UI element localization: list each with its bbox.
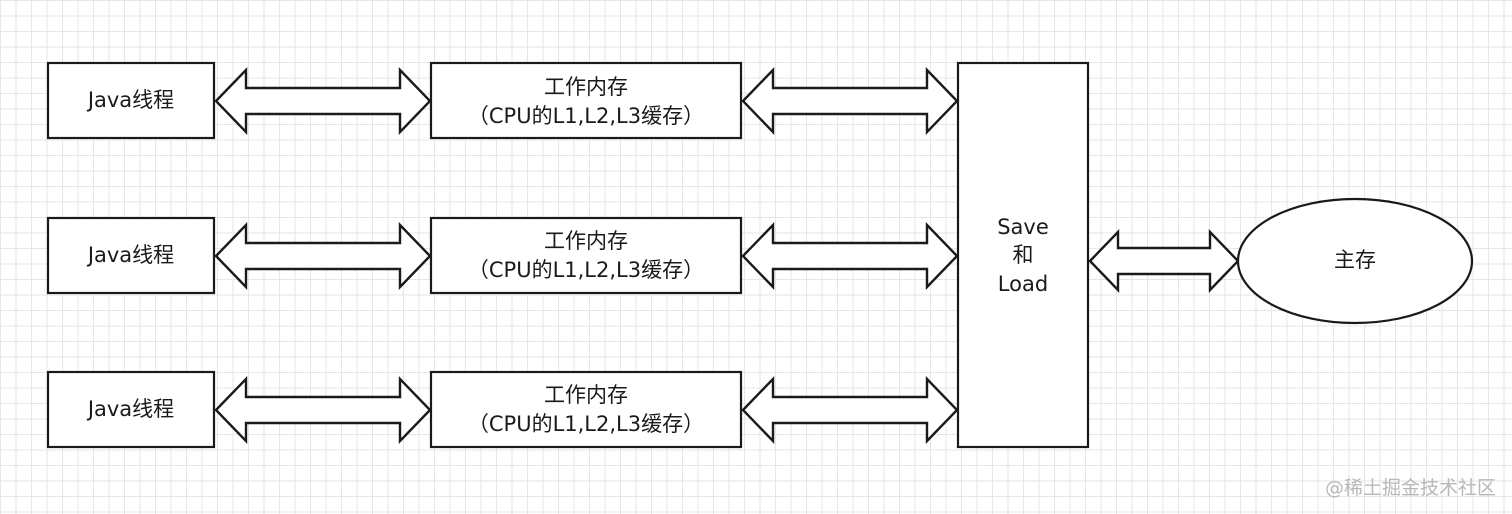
java-thread-node-3[interactable]: Java线程	[46, 370, 216, 449]
bidirectional-arrow-work-saveload-2	[741, 222, 959, 290]
main-memory-node[interactable]: 主存	[1236, 197, 1474, 325]
work-memory-title-3: 工作内存	[544, 383, 628, 407]
work-memory-subtitle-1: （CPU的L1,L2,L3缓存）	[468, 104, 704, 128]
work-memory-title-2: 工作内存	[544, 229, 628, 253]
java-thread-node-1[interactable]: Java线程	[46, 61, 216, 140]
main-memory-label: 主存	[1334, 248, 1376, 272]
save-load-node[interactable]: Save 和 Load	[956, 61, 1090, 449]
work-memory-subtitle-2: （CPU的L1,L2,L3缓存）	[468, 258, 704, 282]
java-thread-label-1: Java线程	[86, 88, 174, 112]
java-thread-label-3: Java线程	[86, 397, 174, 421]
java-thread-node-2[interactable]: Java线程	[46, 216, 216, 295]
bidirectional-arrow-thread-work-3	[214, 376, 432, 444]
work-memory-title-1: 工作内存	[544, 75, 628, 99]
save-load-line-and: 和	[1013, 243, 1034, 267]
java-thread-label-2: Java线程	[86, 243, 174, 267]
bidirectional-arrow-thread-work-2	[214, 222, 432, 290]
save-load-line-load: Load	[998, 272, 1048, 296]
save-load-line-save: Save	[997, 215, 1049, 239]
work-memory-node-2[interactable]: 工作内存 （CPU的L1,L2,L3缓存）	[429, 216, 743, 295]
bidirectional-arrow-work-saveload-3	[741, 376, 959, 444]
work-memory-subtitle-3: （CPU的L1,L2,L3缓存）	[468, 412, 704, 436]
bidirectional-arrow-saveload-main	[1088, 229, 1240, 293]
bidirectional-arrow-thread-work-1	[214, 67, 432, 135]
work-memory-node-3[interactable]: 工作内存 （CPU的L1,L2,L3缓存）	[429, 370, 743, 449]
work-memory-node-1[interactable]: 工作内存 （CPU的L1,L2,L3缓存）	[429, 61, 743, 140]
bidirectional-arrow-work-saveload-1	[741, 67, 959, 135]
watermark-text: @稀土掘金技术社区	[1324, 477, 1496, 499]
